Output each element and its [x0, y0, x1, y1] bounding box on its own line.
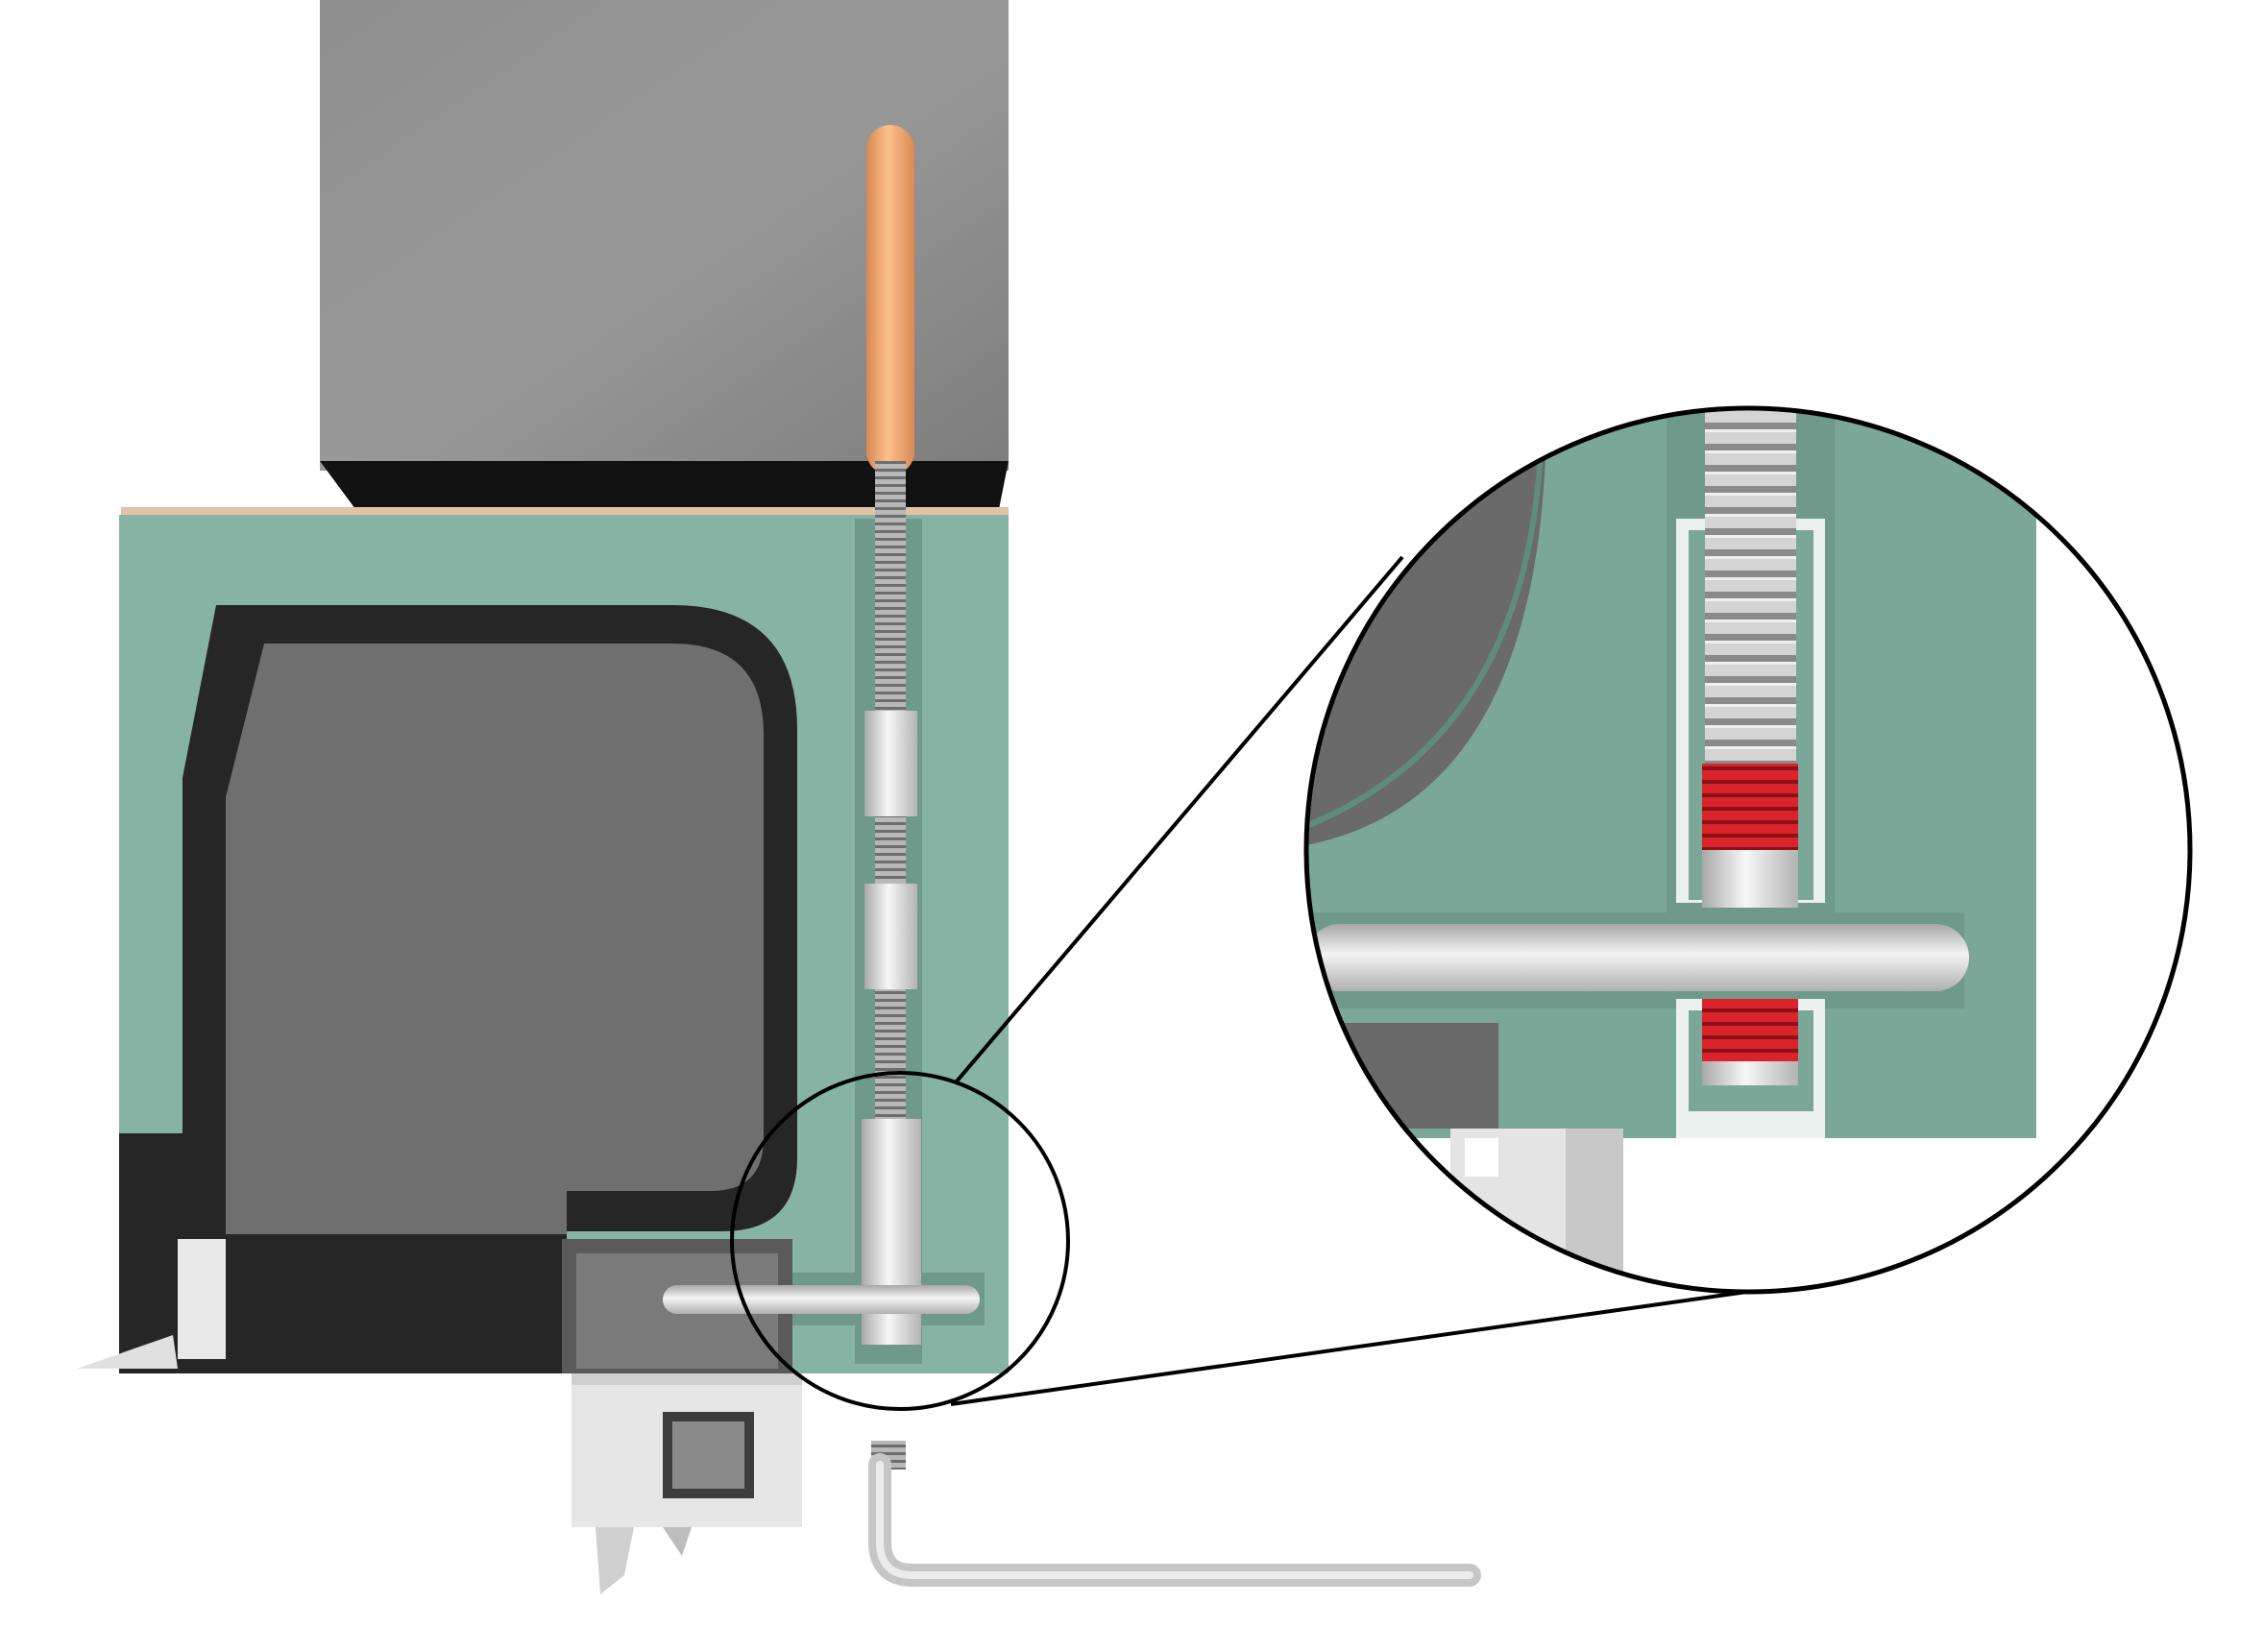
detail-source-circle	[730, 1071, 1070, 1411]
detail-magnifier	[1303, 405, 2193, 1295]
threaded-rod	[862, 461, 921, 1345]
cross-pin	[663, 1285, 980, 1314]
connector-line-bottom	[950, 1287, 1768, 1406]
hex-key	[868, 1453, 1481, 1587]
connector-line-top	[954, 555, 1404, 1084]
orange-guide-rod	[866, 125, 914, 475]
